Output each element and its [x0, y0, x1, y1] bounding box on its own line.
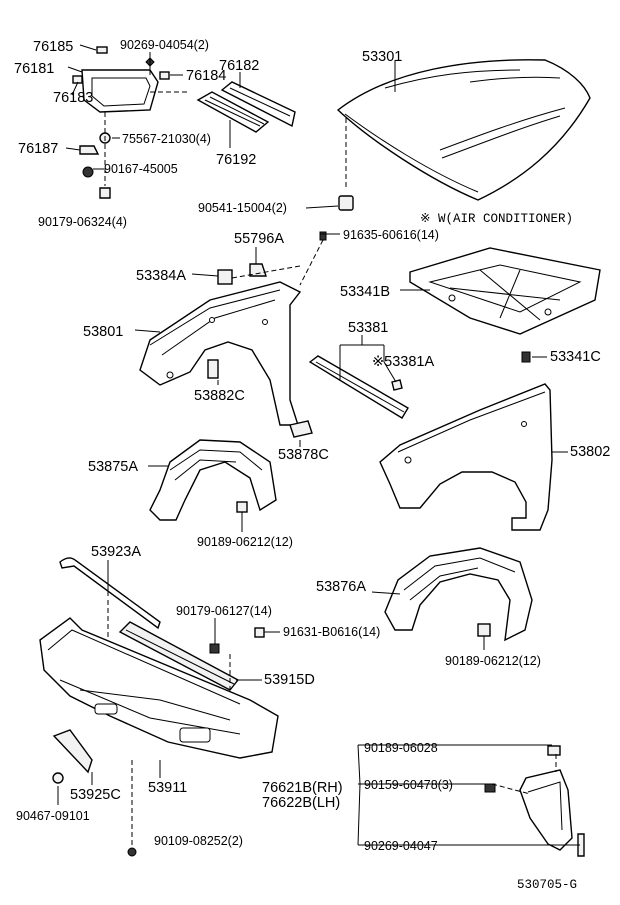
label-76181: 76181	[14, 61, 54, 77]
seal-leaders	[339, 335, 397, 383]
label-76182: 76182	[219, 58, 259, 74]
hood-molding-76182	[220, 81, 296, 128]
label-90269-04054: 90269-04054(2)	[120, 38, 209, 52]
label-75567-21030: 75567-21030(4)	[122, 132, 211, 146]
fender-leaders	[134, 233, 340, 447]
label-91635-60616: 91635-60616(14)	[343, 228, 439, 242]
engine-under-cover-53341B	[409, 247, 601, 335]
label-53802: 53802	[570, 444, 610, 460]
mudguard-fasteners	[484, 745, 585, 857]
label-53341B: 53341B	[340, 284, 390, 300]
label-90189-06028: 90189-06028	[364, 741, 438, 755]
label-53915D: 53915D	[264, 672, 315, 688]
label-90109-08252: 90109-08252(2)	[154, 834, 243, 848]
label-53381A: ※53381A	[372, 354, 434, 370]
fender-small-parts	[207, 231, 327, 438]
mudguard-leaders	[357, 744, 580, 846]
label-90179-06324: 90179-06324(4)	[38, 215, 127, 229]
bumper-cover-53911	[39, 617, 279, 759]
label-53923A: 53923A	[91, 544, 141, 560]
bumper-strip-53923A	[59, 557, 161, 630]
label-76187: 76187	[18, 141, 58, 157]
label-53876A: 53876A	[316, 579, 366, 595]
label-90269-04047: 90269-04047	[364, 839, 438, 853]
clip-53341C	[521, 351, 547, 363]
label-53875A: 53875A	[88, 459, 138, 475]
seal-53381	[308, 355, 409, 419]
label-53882C: 53882C	[194, 388, 245, 404]
label-91631-B0616: 91631-B0616(14)	[283, 625, 380, 639]
mudguard-76621B	[519, 769, 573, 851]
label-76622B: 76622B(LH)	[262, 795, 340, 811]
label-90541-15004: 90541-15004(2)	[198, 201, 287, 215]
label-90189-06212-a: 90189-06212(12)	[197, 535, 293, 549]
label-76192: 76192	[216, 152, 256, 168]
hood-cushion-90541	[305, 195, 354, 211]
label-76185: 76185	[33, 39, 73, 55]
label-53801: 53801	[83, 324, 123, 340]
label-53301: 53301	[362, 49, 402, 65]
label-53911: 53911	[148, 780, 187, 796]
label-90167-45005: 90167-45005	[104, 162, 178, 176]
grille-76192	[196, 91, 270, 133]
bumper-fasteners	[52, 627, 265, 857]
label-90159-60478: 90159-60478(3)	[364, 778, 453, 792]
hood-53301	[336, 59, 591, 201]
label-90189-06212-b: 90189-06212(12)	[445, 654, 541, 668]
hood-scoop-76181	[81, 69, 159, 113]
scoop-leaders	[65, 44, 190, 186]
fender-liner-left-53875A	[149, 439, 277, 521]
bumper-leaders	[57, 600, 280, 846]
labels: 76185 90269-04054(2) 76181 76184 76182 5…	[14, 38, 610, 892]
label-53925C: 53925C	[70, 787, 121, 803]
leader	[371, 591, 401, 595]
label-53384A: 53384A	[136, 268, 186, 284]
note-air-conditioner: ※ W(AIR CONDITIONER)	[420, 212, 573, 226]
bumper-bracket-53925C	[52, 729, 93, 774]
front-fender-right-53802	[379, 383, 553, 531]
label-76183: 76183	[53, 90, 93, 106]
label-76184: 76184	[186, 68, 226, 84]
label-76621B: 76621B(RH)	[262, 780, 343, 796]
label-53878C: 53878C	[278, 447, 329, 463]
diagram-code: 530705-G	[517, 878, 577, 892]
label-90179-06127: 90179-06127(14)	[176, 604, 272, 618]
label-55796A: 55796A	[234, 231, 284, 247]
front-fender-left-53801	[139, 281, 302, 426]
label-53381: 53381	[348, 320, 388, 336]
fender-liner-right-53876A	[384, 547, 533, 642]
label-90467-09101: 90467-09101	[16, 809, 90, 823]
label-53341C: 53341C	[550, 349, 601, 365]
